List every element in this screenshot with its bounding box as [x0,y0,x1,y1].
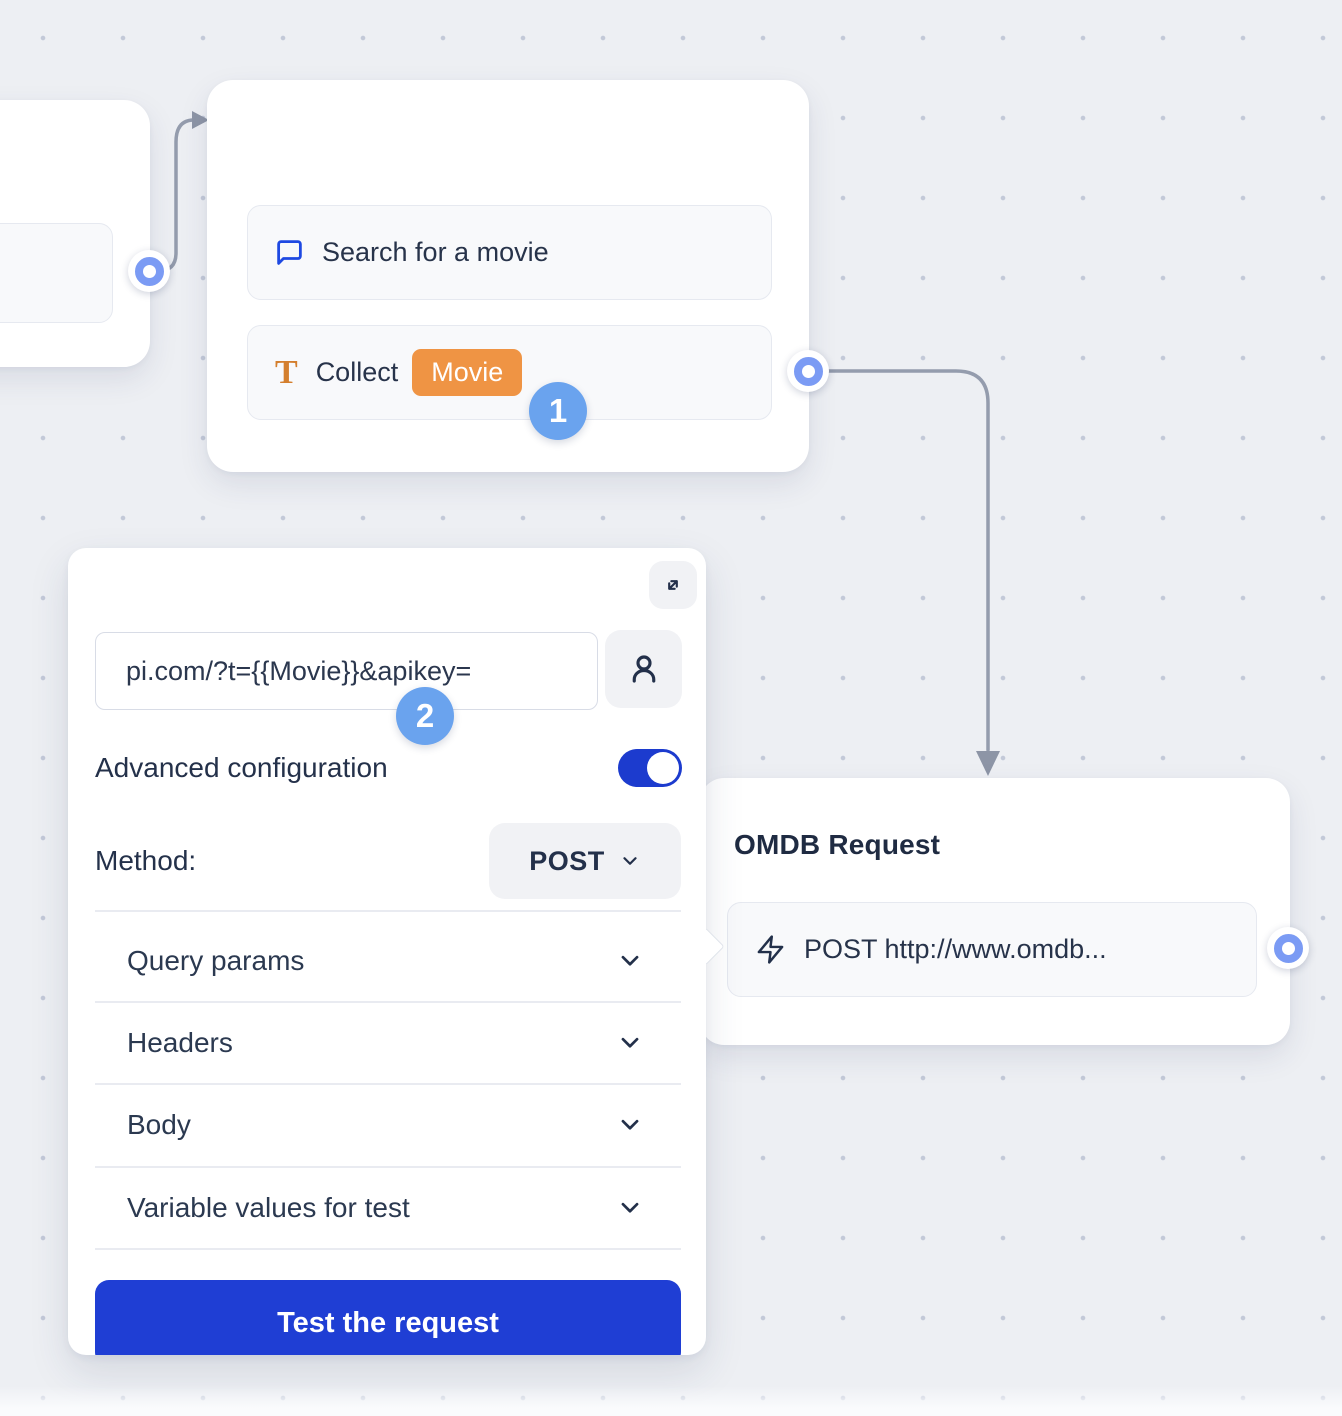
port-ring [1273,933,1303,963]
expand-icon [668,580,678,590]
output-port-movie-card[interactable] [787,350,829,392]
canvas-bottom-fade [0,1386,1342,1416]
url-input-value: pi.com/?t={{Movie}}&apikey= [126,655,472,686]
node-title: OMDB Request [734,829,941,860]
arrowhead-down-icon [976,751,1000,776]
section-body[interactable]: Body [127,1109,191,1140]
expand-button[interactable] [649,561,697,609]
insert-variable-button[interactable] [605,630,682,708]
node-item-search-for-a-movie[interactable]: Search for a movie [247,205,772,300]
person-icon [632,655,655,683]
method-value: POST [529,845,605,876]
step-badge-2: 2 [396,687,454,745]
node-item-label: Search for a movie [322,237,549,267]
text-input-icon: T [275,353,298,391]
section-headers[interactable]: Headers [127,1027,233,1058]
divider [95,1248,681,1250]
advanced-configuration-label: Advanced configuration [95,752,388,783]
divider [95,1083,681,1085]
node-item-label: POST http://www.omdb... [804,934,1107,964]
panel-caret [706,928,728,964]
chevron-down-icon[interactable] [617,948,643,974]
output-port-omdb-card[interactable] [1267,927,1309,969]
node-item-post-request[interactable]: POST http://www.omdb... [727,902,1257,997]
node-item-collect-movie[interactable]: T Collect Movie [247,325,772,420]
section-variable-values[interactable]: Variable values for test [127,1192,410,1223]
partial-node-item[interactable] [0,223,113,323]
method-select[interactable]: POST [489,823,681,899]
output-port-partial-card[interactable] [128,250,170,292]
connector-movie-to-omdb [810,369,990,752]
advanced-configuration-toggle[interactable] [618,749,682,787]
connector-into-movie-card [151,118,199,273]
port-ring [793,356,823,386]
chevron-down-icon[interactable] [617,1030,643,1056]
chevron-down-icon[interactable] [617,1195,643,1221]
divider [95,910,681,912]
port-ring [134,256,164,286]
omdb-request-node-card[interactable]: OMDB Request POST http://www.omdb... [700,778,1290,1045]
webhook-config-panel: pi.com/?t={{Movie}}&apikey= Advanced con… [68,548,706,1355]
divider [95,1166,681,1168]
chat-bubble-icon [277,240,302,265]
node-item-label: Collect [315,357,399,387]
divider [95,1001,681,1003]
chevron-down-icon [623,857,637,865]
url-input[interactable]: pi.com/?t={{Movie}}&apikey= [95,632,598,710]
test-the-request-button[interactable]: Test the request [95,1280,681,1355]
method-label: Method: [95,845,197,876]
section-query-params[interactable]: Query params [127,945,305,976]
chevron-down-icon[interactable] [617,1112,643,1138]
partial-node-card[interactable] [0,100,150,367]
movie-search-node-card[interactable]: Movie search Search for a movie T Collec… [207,80,809,472]
variable-pill[interactable]: Movie [412,349,523,396]
step-badge-1: 1 [529,382,587,440]
toggle-knob [647,752,679,784]
zap-icon [757,935,784,964]
arrowhead-right-icon [192,111,209,129]
